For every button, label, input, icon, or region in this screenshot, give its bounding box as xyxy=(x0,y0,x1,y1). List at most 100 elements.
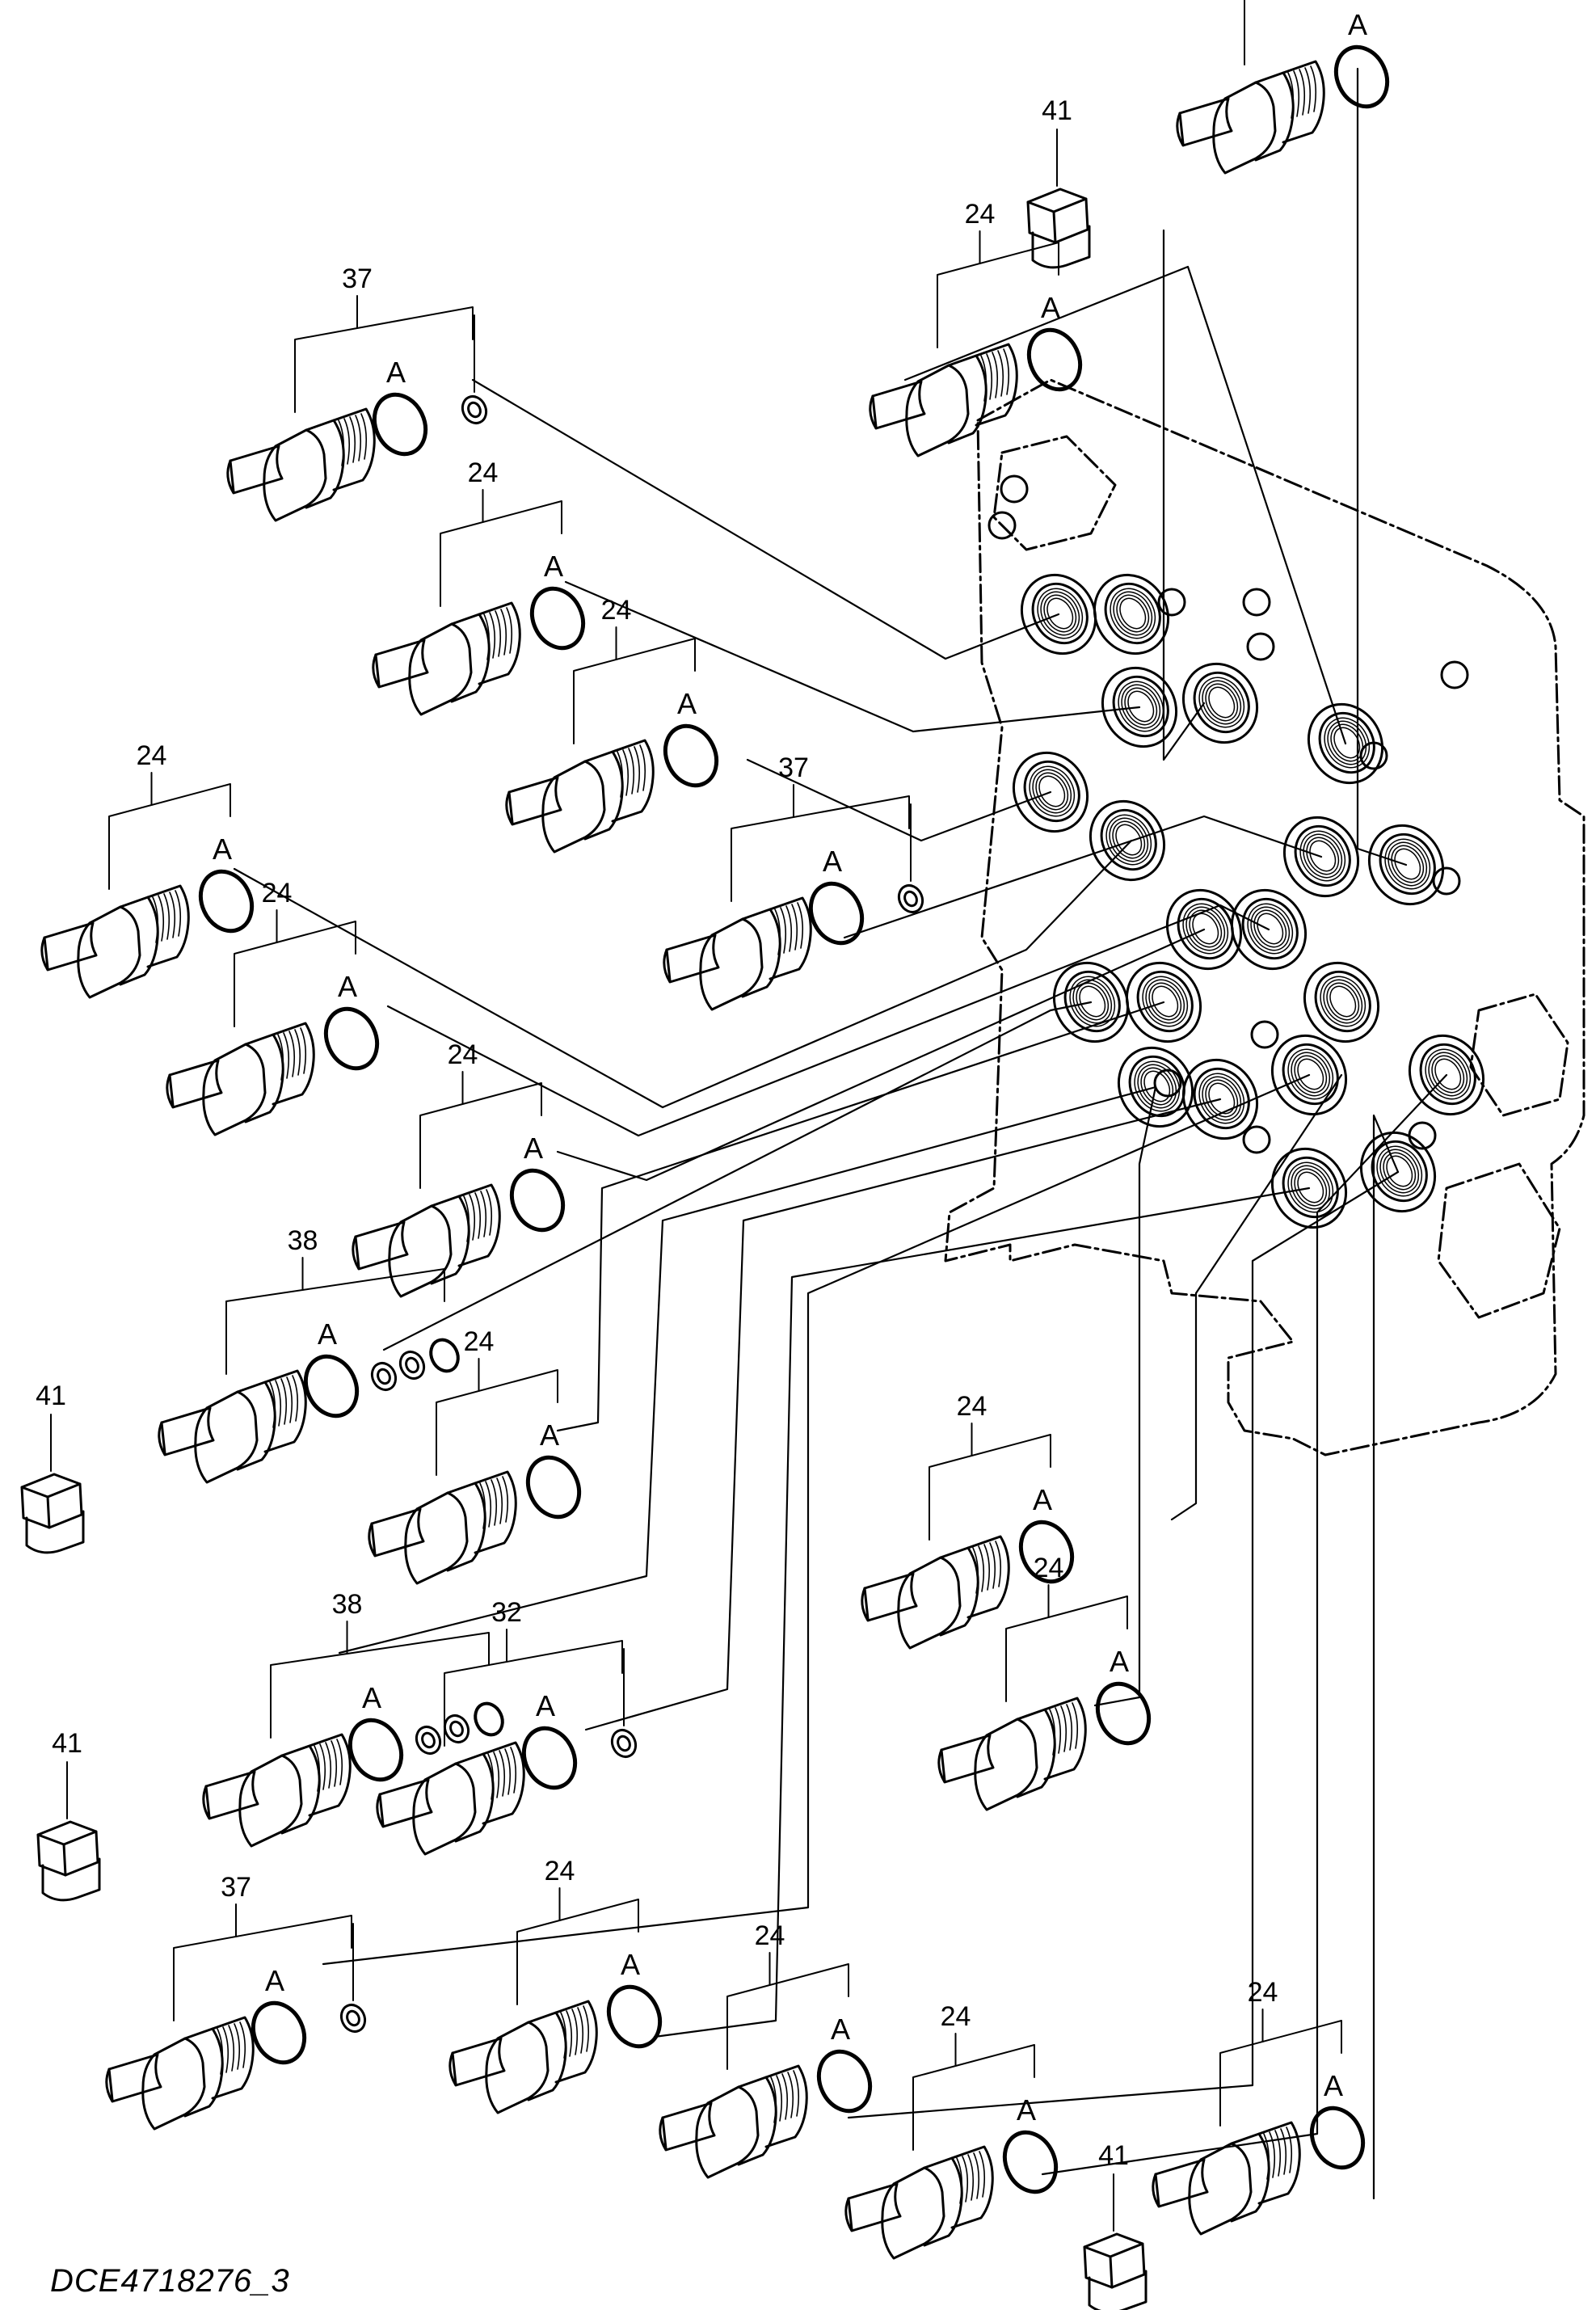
part-group-24: A 24 xyxy=(844,2001,1059,2260)
seal-a-label: A xyxy=(536,1689,555,1722)
valve-port xyxy=(1020,573,1097,655)
valve-port xyxy=(1117,1046,1194,1128)
leader-line xyxy=(1170,1073,1343,1521)
part-callout: 24 xyxy=(545,1856,575,1886)
part-callout: 24 xyxy=(262,878,293,908)
seal-a-label: A xyxy=(544,550,563,583)
leader-line xyxy=(903,265,1347,745)
valve-port xyxy=(1181,1058,1259,1140)
part-group-24: A 24 xyxy=(40,740,255,999)
part-group-24: A24 xyxy=(448,1856,663,2114)
seal-a-label: A xyxy=(213,833,232,866)
valve-port xyxy=(1303,961,1380,1043)
valve-port xyxy=(1408,1034,1485,1116)
drawing-code-label: DCE4718276_3 xyxy=(50,2263,290,2299)
part-group-41: 41 xyxy=(36,1728,101,1902)
valve-port xyxy=(1125,961,1202,1043)
leader-line xyxy=(556,928,1206,1182)
leader-line xyxy=(386,904,1270,1137)
leader-line xyxy=(1093,1085,1157,1707)
valve-port xyxy=(1270,1147,1348,1229)
leader-line xyxy=(322,1073,1311,1966)
leader-line xyxy=(584,1098,1222,1731)
valve-port xyxy=(1093,573,1170,655)
valve-port xyxy=(1359,1131,1437,1213)
leader-lines xyxy=(233,67,1448,2200)
part-group-24: A24 xyxy=(505,595,719,854)
part-group-24: A24 xyxy=(1176,0,1390,175)
leader-line xyxy=(843,815,1323,939)
seal-a-label: A xyxy=(1041,291,1060,324)
part-callout: 37 xyxy=(778,752,809,783)
seal-a-label: A xyxy=(831,2013,850,2046)
leader-line xyxy=(1372,1114,1400,2200)
part-group-32: A 32 xyxy=(376,1597,638,1856)
part-group-24: A 24 xyxy=(869,199,1083,457)
part-callout: 41 xyxy=(36,1381,66,1411)
seal-a-label: A xyxy=(386,356,406,389)
part-group-37: A 37 xyxy=(226,263,488,522)
part-group-24: A 24 xyxy=(659,1920,873,2179)
part-callout: 32 xyxy=(491,1597,522,1628)
leader-line xyxy=(1162,229,1206,761)
part-callout: 24 xyxy=(941,2001,971,2032)
part-group-24: A 24 xyxy=(937,1553,1152,1811)
part-callout: 24 xyxy=(464,1326,495,1357)
seal-a-label: A xyxy=(1348,8,1367,41)
part-group-41: 41 xyxy=(1083,2140,1148,2310)
part-group-24: A24 xyxy=(372,457,586,716)
part-group-38: A 38 xyxy=(158,1225,460,1484)
valve-port xyxy=(1282,816,1360,898)
seal-a-label: A xyxy=(540,1418,559,1452)
part-callout: 24 xyxy=(965,199,996,230)
part-callout: 24 xyxy=(601,595,632,626)
seal-a-label: A xyxy=(1324,2069,1343,2102)
leader-line xyxy=(338,1085,1157,1655)
seal-a-label: A xyxy=(1017,2093,1036,2127)
part-group-41: 41 xyxy=(1026,95,1091,269)
valve-port xyxy=(1270,1034,1348,1116)
control-valve-body xyxy=(944,378,1585,1456)
valve-port xyxy=(1181,662,1259,744)
seal-a-label: A xyxy=(1110,1645,1129,1678)
part-callout: 24 xyxy=(957,1391,987,1422)
leader-line xyxy=(746,758,1052,842)
leader-line xyxy=(653,1187,1311,2038)
part-group-41: 41 xyxy=(20,1381,85,1554)
part-callout: 41 xyxy=(52,1728,82,1759)
valve-port xyxy=(1367,824,1445,906)
part-group-37: A 37 xyxy=(663,752,924,1011)
part-group-24: A 24 xyxy=(368,1326,582,1585)
valve-port xyxy=(1230,888,1308,971)
part-callout: 38 xyxy=(332,1589,363,1620)
part-group-37: A37 xyxy=(105,1872,367,2131)
part-group-38: A38 xyxy=(202,1589,504,1848)
valve-port xyxy=(1101,666,1178,748)
part-callout: 24 xyxy=(755,1920,785,1951)
valve-port xyxy=(1165,888,1243,971)
valve-port xyxy=(1012,751,1089,833)
part-callout: 24 xyxy=(448,1039,478,1070)
part-group-24: A 24 xyxy=(166,878,380,1136)
part-group-24: A24 xyxy=(1152,1977,1366,2236)
part-callout: 38 xyxy=(288,1225,318,1256)
part-group-24: A 24 xyxy=(352,1039,566,1298)
valve-port xyxy=(1307,702,1384,785)
part-callout: 24 xyxy=(137,740,167,771)
part-callout: 41 xyxy=(1042,95,1072,126)
seal-a-label: A xyxy=(823,845,842,878)
valve-port xyxy=(1089,799,1166,882)
leader-line xyxy=(847,1170,1400,2119)
part-callout: 41 xyxy=(1098,2140,1129,2171)
leader-line xyxy=(564,580,1141,733)
part-callout: 24 xyxy=(1034,1553,1064,1583)
seal-a-label: A xyxy=(265,1964,284,1997)
part-callout: 37 xyxy=(342,263,373,294)
seal-a-label: A xyxy=(1033,1483,1052,1516)
seal-a-label: A xyxy=(338,970,357,1003)
seal-a-label: A xyxy=(524,1132,543,1165)
leader-line xyxy=(233,839,1133,1109)
valve-body-outline xyxy=(944,378,1585,1456)
seal-a-label: A xyxy=(318,1317,337,1351)
